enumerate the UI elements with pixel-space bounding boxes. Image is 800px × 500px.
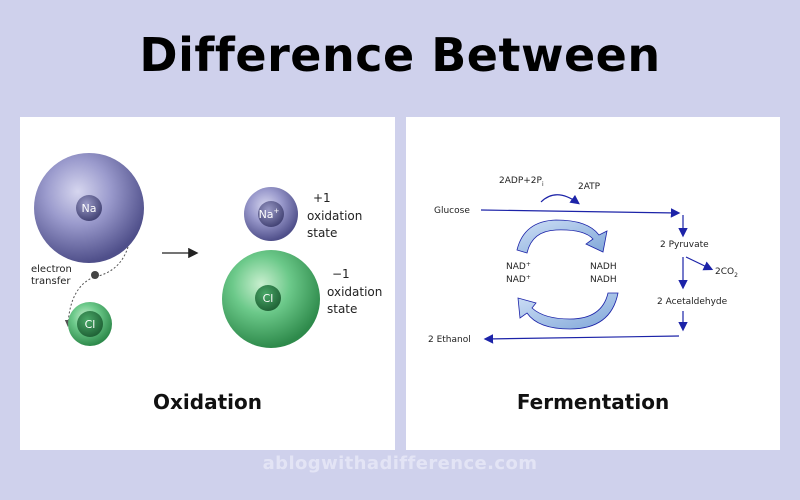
ethanol-label: 2 Ethanol (428, 335, 471, 345)
cl-atom-core (77, 311, 103, 337)
nad-reduction-band (516, 219, 608, 254)
electron-label-line1: electron (31, 264, 72, 275)
fermentation-diagram: 2ADP+2Pi 2ATP Glucose NAD+ NAD+ NADH NAD… (428, 176, 738, 345)
na-atom-label: Na (82, 202, 97, 215)
cl-state-line2: state (327, 302, 357, 316)
co2-label: 2CO2 (715, 267, 738, 279)
fermentation-panel: 2ADP+2Pi 2ATP Glucose NAD+ NAD+ NADH NAD… (406, 117, 780, 450)
electron-dot (91, 271, 99, 279)
na-state-line1: oxidation (307, 209, 362, 223)
na-atom-core (76, 195, 102, 221)
glucose-label: Glucose (434, 206, 470, 216)
cl-ion-label: Cl (263, 292, 274, 305)
fermentation-label: Fermentation (516, 390, 670, 414)
nadh-label-2: NADH (590, 275, 617, 285)
oxidation-label: Oxidation (153, 390, 262, 414)
nad-label-2: NAD+ (506, 274, 531, 285)
pyruvate-label: 2 Pyruvate (660, 240, 709, 250)
adp-label: 2ADP+2Pi (499, 176, 544, 188)
cl-ion-core (255, 285, 281, 311)
electron-label-line2: transfer (31, 276, 71, 287)
acetaldehyde-label: 2 Acetaldehyde (657, 297, 728, 307)
atp-cycle-arrow (540, 194, 580, 205)
electron-transfer-path (64, 246, 129, 327)
na-state-line2: state (307, 226, 337, 240)
atp-label: 2ATP (578, 182, 601, 192)
na-ion-core (258, 201, 284, 227)
nadh-label-1: NADH (590, 262, 617, 272)
glucose-to-pyruvate-arrow (480, 208, 681, 218)
cl-state-line1: oxidation (327, 285, 382, 299)
ethanol-return-line (483, 334, 680, 344)
oxidation-diagram: Na electron transfer Cl Na+ +1 oxidation… (31, 153, 382, 348)
oxidation-panel: Na electron transfer Cl Na+ +1 oxidation… (20, 117, 395, 450)
site-watermark: ablogwithadifference.com (262, 453, 538, 474)
nad-label-1: NAD+ (506, 261, 531, 272)
nadh-oxidation-band (517, 292, 619, 330)
page-title: Difference Between (139, 28, 661, 82)
cl-atom-label: Cl (85, 318, 96, 331)
co2-release-arrow (685, 256, 714, 271)
na-state-charge: +1 (313, 191, 331, 205)
cl-state-charge: −1 (332, 267, 350, 281)
na-ion-label: Na+ (259, 207, 280, 221)
